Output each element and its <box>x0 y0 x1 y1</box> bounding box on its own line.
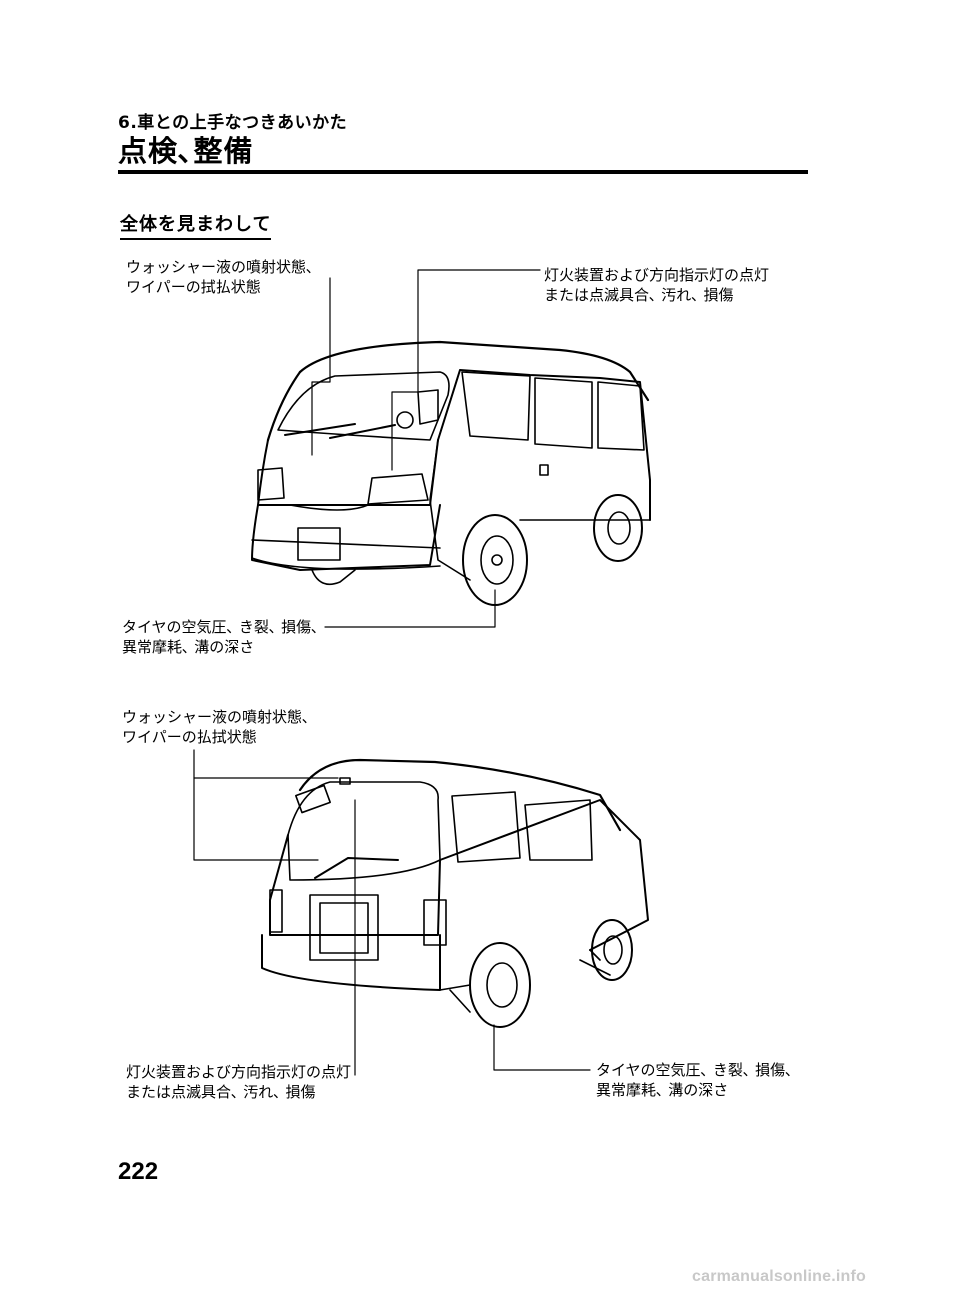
chapter-heading: 6.車との上手なつきあいかた <box>118 113 348 133</box>
front-callout-lights: 灯火装置および方向指示灯の点灯 または点滅具合､ 汚れ､ 損傷 <box>544 265 769 305</box>
rear-callout-lights-line1: 灯火装置および方向指示灯の点灯 <box>126 1063 352 1081</box>
rear-callout-lights-line2: または点滅具合､ 汚れ､ 損傷 <box>126 1083 316 1101</box>
front-callout-washer-line2: ワイパーの拭払状態 <box>126 278 261 296</box>
rear-callout-tires-line2: 異常摩耗､ 溝の深さ <box>596 1081 729 1099</box>
footer-watermark: carmanualsonline.info <box>692 1268 867 1285</box>
front-callout-lights-line2: または点滅具合､ 汚れ､ 損傷 <box>544 286 734 304</box>
page-title: 点検､整備 <box>118 134 254 168</box>
rear-callout-washer-line2: ワイパーの払拭状態 <box>122 728 257 746</box>
rear-leader-lines <box>193 749 591 1076</box>
section-title: 全体を見まわして <box>120 210 272 240</box>
front-callout-washer-line1: ウォッシャー液の噴射状態､ <box>126 258 314 276</box>
front-callout-tires-line1: タイヤの空気圧､ き裂､ 損傷､ <box>122 618 319 636</box>
front-van-illustration <box>251 340 651 606</box>
rear-callout-washer: ウォッシャー液の噴射状態､ ワイパーの払拭状態 <box>122 707 310 747</box>
rear-van-illustration <box>261 758 649 1028</box>
front-callout-tires-line2: 異常摩耗､ 溝の深さ <box>122 638 255 656</box>
front-callout-tires: タイヤの空気圧､ き裂､ 損傷､ 異常摩耗､ 溝の深さ <box>122 617 319 657</box>
front-callout-washer: ウォッシャー液の噴射状態､ ワイパーの拭払状態 <box>126 257 314 297</box>
rear-callout-tires: タイヤの空気圧､ き裂､ 損傷､ 異常摩耗､ 溝の深さ <box>596 1060 793 1100</box>
front-leader-lines <box>311 269 541 628</box>
rear-callout-tires-line1: タイヤの空気圧､ き裂､ 損傷､ <box>596 1061 793 1079</box>
front-callout-lights-line1: 灯火装置および方向指示灯の点灯 <box>544 266 770 284</box>
rear-callout-lights: 灯火装置および方向指示灯の点灯 または点滅具合､ 汚れ､ 損傷 <box>126 1062 351 1102</box>
title-rule <box>118 170 808 174</box>
rear-callout-washer-line1: ウォッシャー液の噴射状態､ <box>122 708 310 726</box>
page-number: 222 <box>118 1158 159 1185</box>
